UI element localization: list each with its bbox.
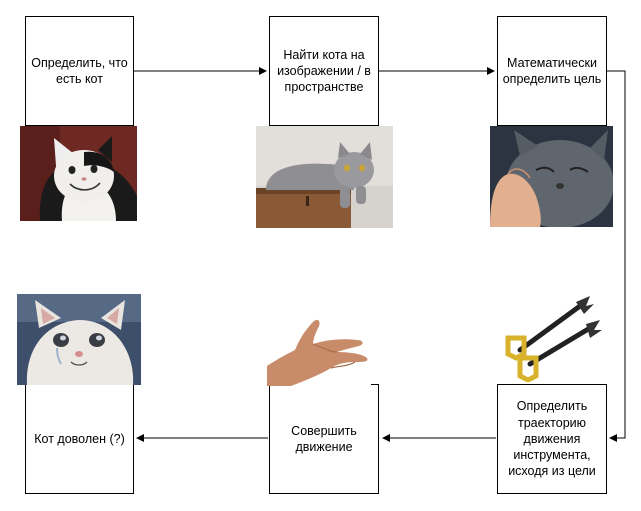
open-hand-image bbox=[267, 314, 371, 386]
node-find-cat: Найти кота на изображении / в пространст… bbox=[269, 16, 379, 126]
crying-cat-image bbox=[17, 294, 141, 385]
grey-cat-on-box-image bbox=[256, 126, 393, 228]
node-move: Совершить движение bbox=[269, 384, 379, 494]
node-move-label: Совершить движение bbox=[291, 423, 357, 454]
node-cat-happy-label: Кот доволен (?) bbox=[34, 431, 125, 446]
node-trajectory-label: Определить траекторию движения инструмен… bbox=[508, 399, 596, 479]
grabber-tool-image bbox=[494, 292, 606, 382]
node-trajectory: Определить траекторию движения инструмен… bbox=[497, 384, 607, 494]
node-find-cat-label: Найти кота на изображении / в пространст… bbox=[277, 47, 371, 95]
node-cat-happy: Кот доволен (?) bbox=[25, 384, 134, 494]
node-define-cat: Определить, что есть кот bbox=[25, 16, 134, 126]
node-compute-target-label: Математически определить цель bbox=[502, 55, 602, 86]
smiling-cat-image bbox=[20, 126, 137, 221]
petted-cat-image bbox=[490, 126, 613, 227]
node-define-cat-label: Определить, что есть кот bbox=[31, 55, 128, 86]
node-compute-target: Математически определить цель bbox=[497, 16, 607, 126]
arrow-compute-to-trajectory bbox=[607, 70, 626, 442]
